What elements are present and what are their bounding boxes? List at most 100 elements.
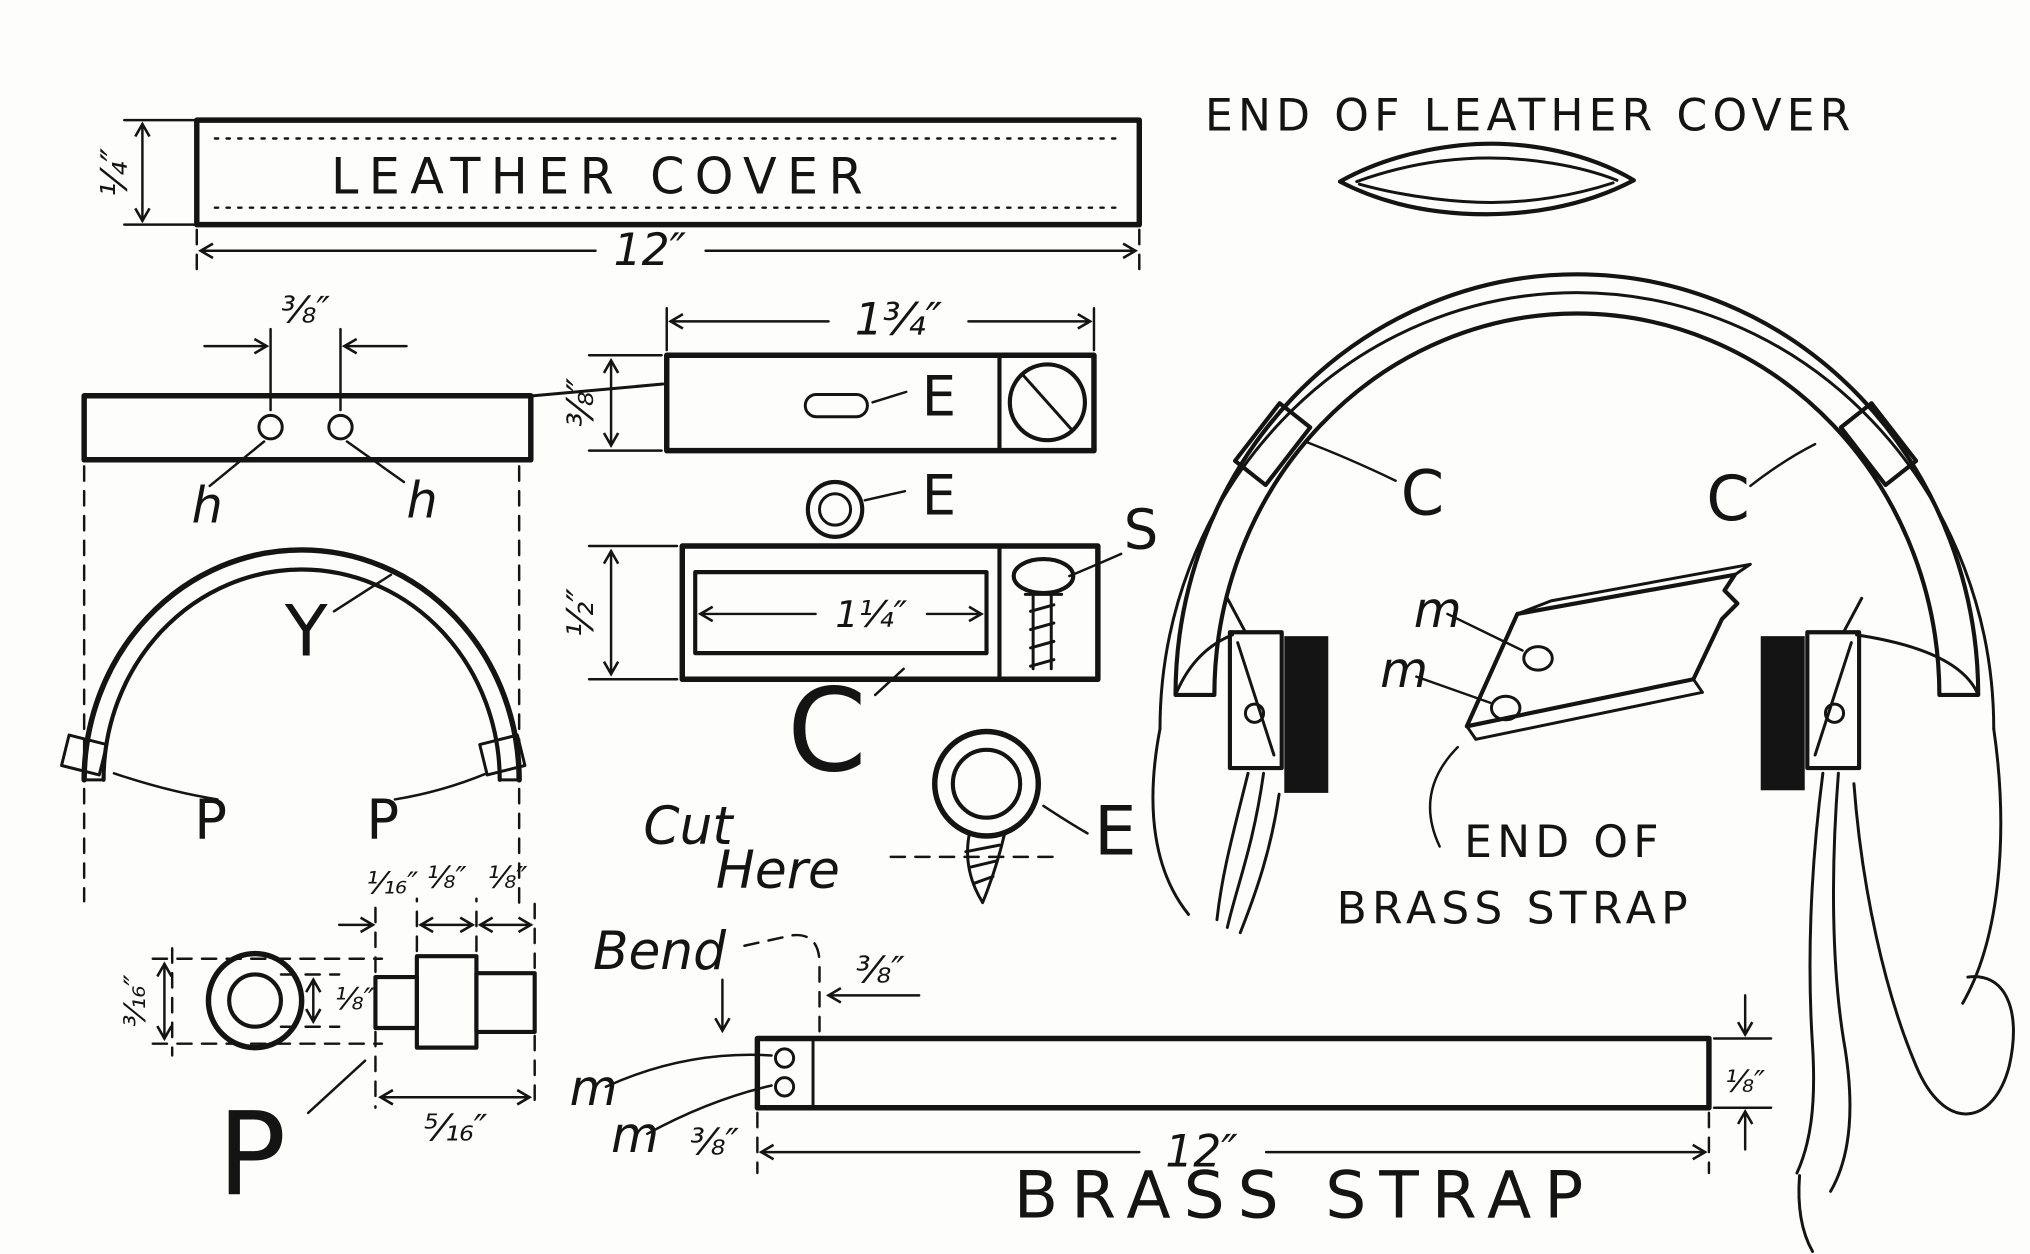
leader-line: [871, 390, 908, 404]
plate-thickness-edge: [1465, 677, 1704, 741]
ring-inner-dim: ⅛″: [335, 983, 375, 1018]
eyelet-inner: [818, 492, 853, 527]
clip-slot: [803, 392, 869, 419]
bracket-pivot-left: [1243, 702, 1266, 724]
screw-eye-ring-outer: [932, 728, 1042, 839]
thread-line: [1029, 658, 1056, 668]
cord-left: [1151, 727, 1190, 916]
screw-head: [1007, 362, 1087, 443]
cord-tail: [1797, 1174, 1814, 1253]
end-of-brass-strap-label-2: BRASS STRAP: [1337, 883, 1693, 934]
cord-right: [1829, 771, 1852, 1193]
leader-line: [208, 440, 266, 488]
strap-outline: [754, 1035, 1712, 1111]
brass-strap-end-view: m m END OF BRASS STRAP: [1337, 562, 1752, 935]
callout-s-screw: S: [1124, 497, 1159, 561]
stud-neck: [373, 974, 419, 1031]
band-clip-right: [1838, 401, 1919, 488]
thread-line: [964, 843, 1001, 854]
clip-channel-outline: [679, 543, 1101, 682]
band-to-fork-right: [1855, 633, 1980, 697]
bracket-pivot-right: [1823, 702, 1846, 724]
thread-line: [1029, 603, 1056, 613]
cord-right: [1795, 771, 1825, 1175]
stud-flange: [414, 954, 479, 1050]
leader-line: [345, 440, 406, 484]
screw-eye-ring-inner: [950, 747, 1023, 820]
ear-pad-left: [1284, 636, 1329, 793]
eyelet-outer: [805, 479, 865, 539]
callout-p-detail: P: [218, 1087, 287, 1221]
thread-line: [1029, 639, 1056, 650]
drilled-bar-view: ³⁄₈″ h h: [81, 288, 665, 535]
leader-line: [332, 573, 393, 613]
band-clip-left: [1232, 401, 1313, 488]
connector-line: [531, 382, 665, 398]
callout-p-right: P: [366, 787, 399, 851]
stud-ring-inner: [227, 972, 284, 1029]
leader-line: [604, 1053, 773, 1089]
headphone-illustration: C C: [1151, 272, 2015, 1253]
stud-ring-outer: [205, 950, 305, 1051]
leather-thickness-dim: ¼″: [93, 147, 136, 197]
callout-e-slot: E: [922, 364, 956, 428]
screw-slot: [1022, 374, 1073, 430]
band-to-fork-left: [1174, 633, 1234, 697]
callout-c-clip: C: [787, 664, 867, 798]
headband-cord-arc: [1158, 291, 1996, 731]
strap-length-dim: 12″: [1165, 1126, 1238, 1177]
leather-end-inner-line: [1355, 156, 1619, 184]
leader-line: [393, 772, 489, 801]
bar-hole: [257, 413, 284, 441]
cut-here-annotation: Cut Here: [643, 797, 1057, 901]
strap-end-plate: [1464, 572, 1740, 729]
clip-side-width-dim: ½″: [559, 588, 602, 638]
clip-top-outline: [664, 352, 1097, 454]
callout-h-right: h: [407, 471, 438, 529]
plate-hole: [1522, 645, 1554, 672]
bow-end-stud: [60, 733, 109, 777]
end-of-brass-strap-label-1: END OF: [1464, 817, 1664, 868]
leader-line: [1042, 804, 1089, 835]
end-of-leather-cover-view: END OF LEATHER COVER: [1205, 90, 1850, 217]
clip-detail-view: 1¾″ E ³⁄₈″ E S 1¼″ ½″: [559, 294, 1158, 798]
callout-y: Y: [284, 590, 329, 672]
thread-line: [973, 874, 995, 885]
bow-outer-arc: [81, 547, 522, 783]
plate-hole: [1489, 694, 1522, 722]
cord-left: [1215, 771, 1250, 922]
stud-flange-dim: ⅛″: [427, 861, 467, 896]
cord-loop: [1852, 782, 2015, 1116]
stud-detail-view: ³⁄₁₆″ ⅛″ ¹⁄₁₆″ ⅛″ ⅛″ ⁵⁄₁₆″ P: [118, 861, 537, 1221]
bar-outline: [81, 393, 534, 463]
thread-line: [1029, 621, 1056, 632]
leader-line: [306, 1059, 367, 1115]
leather-end-inner-line: [1357, 181, 1615, 204]
leather-cover-view: LEATHER COVER ¼″ 12″: [93, 117, 1143, 276]
leader-line: [863, 489, 907, 502]
screw-eye-detail: E: [932, 728, 1137, 905]
leather-end-section-outline: [1337, 141, 1636, 217]
callout-c-band-right: C: [1706, 462, 1749, 535]
brass-strap-title: BRASS STRAP: [1014, 1158, 1596, 1233]
cord-left: [1238, 792, 1281, 935]
callout-m-plate-bottom: m: [1380, 641, 1428, 699]
clip-length-dim: 1¾″: [855, 294, 943, 345]
screw-eye-shank: [966, 830, 1007, 905]
bar-hole: [327, 413, 354, 441]
bend-label: Bend: [593, 922, 727, 982]
brass-strap-view: Bend ³⁄₈″ m m ³⁄₈″ 12″ ⅛″ BRASS STRAP: [570, 922, 1773, 1233]
leader-line: [1415, 675, 1492, 705]
clip-opening-dim: 1¼″: [835, 593, 907, 636]
ear-bracket-right: [1805, 630, 1862, 771]
leader-line: [112, 772, 219, 801]
strap-hole: [774, 1047, 796, 1069]
ear-bracket-left: [1227, 630, 1284, 771]
callout-e-eyelet: E: [922, 463, 956, 527]
callout-m-strap-bottom: m: [611, 1106, 659, 1164]
stud-length-dim: ⁵⁄₁₆″: [424, 1106, 488, 1149]
callout-m-strap-top: m: [570, 1059, 618, 1117]
callout-e-screw-eye: E: [1094, 791, 1137, 870]
